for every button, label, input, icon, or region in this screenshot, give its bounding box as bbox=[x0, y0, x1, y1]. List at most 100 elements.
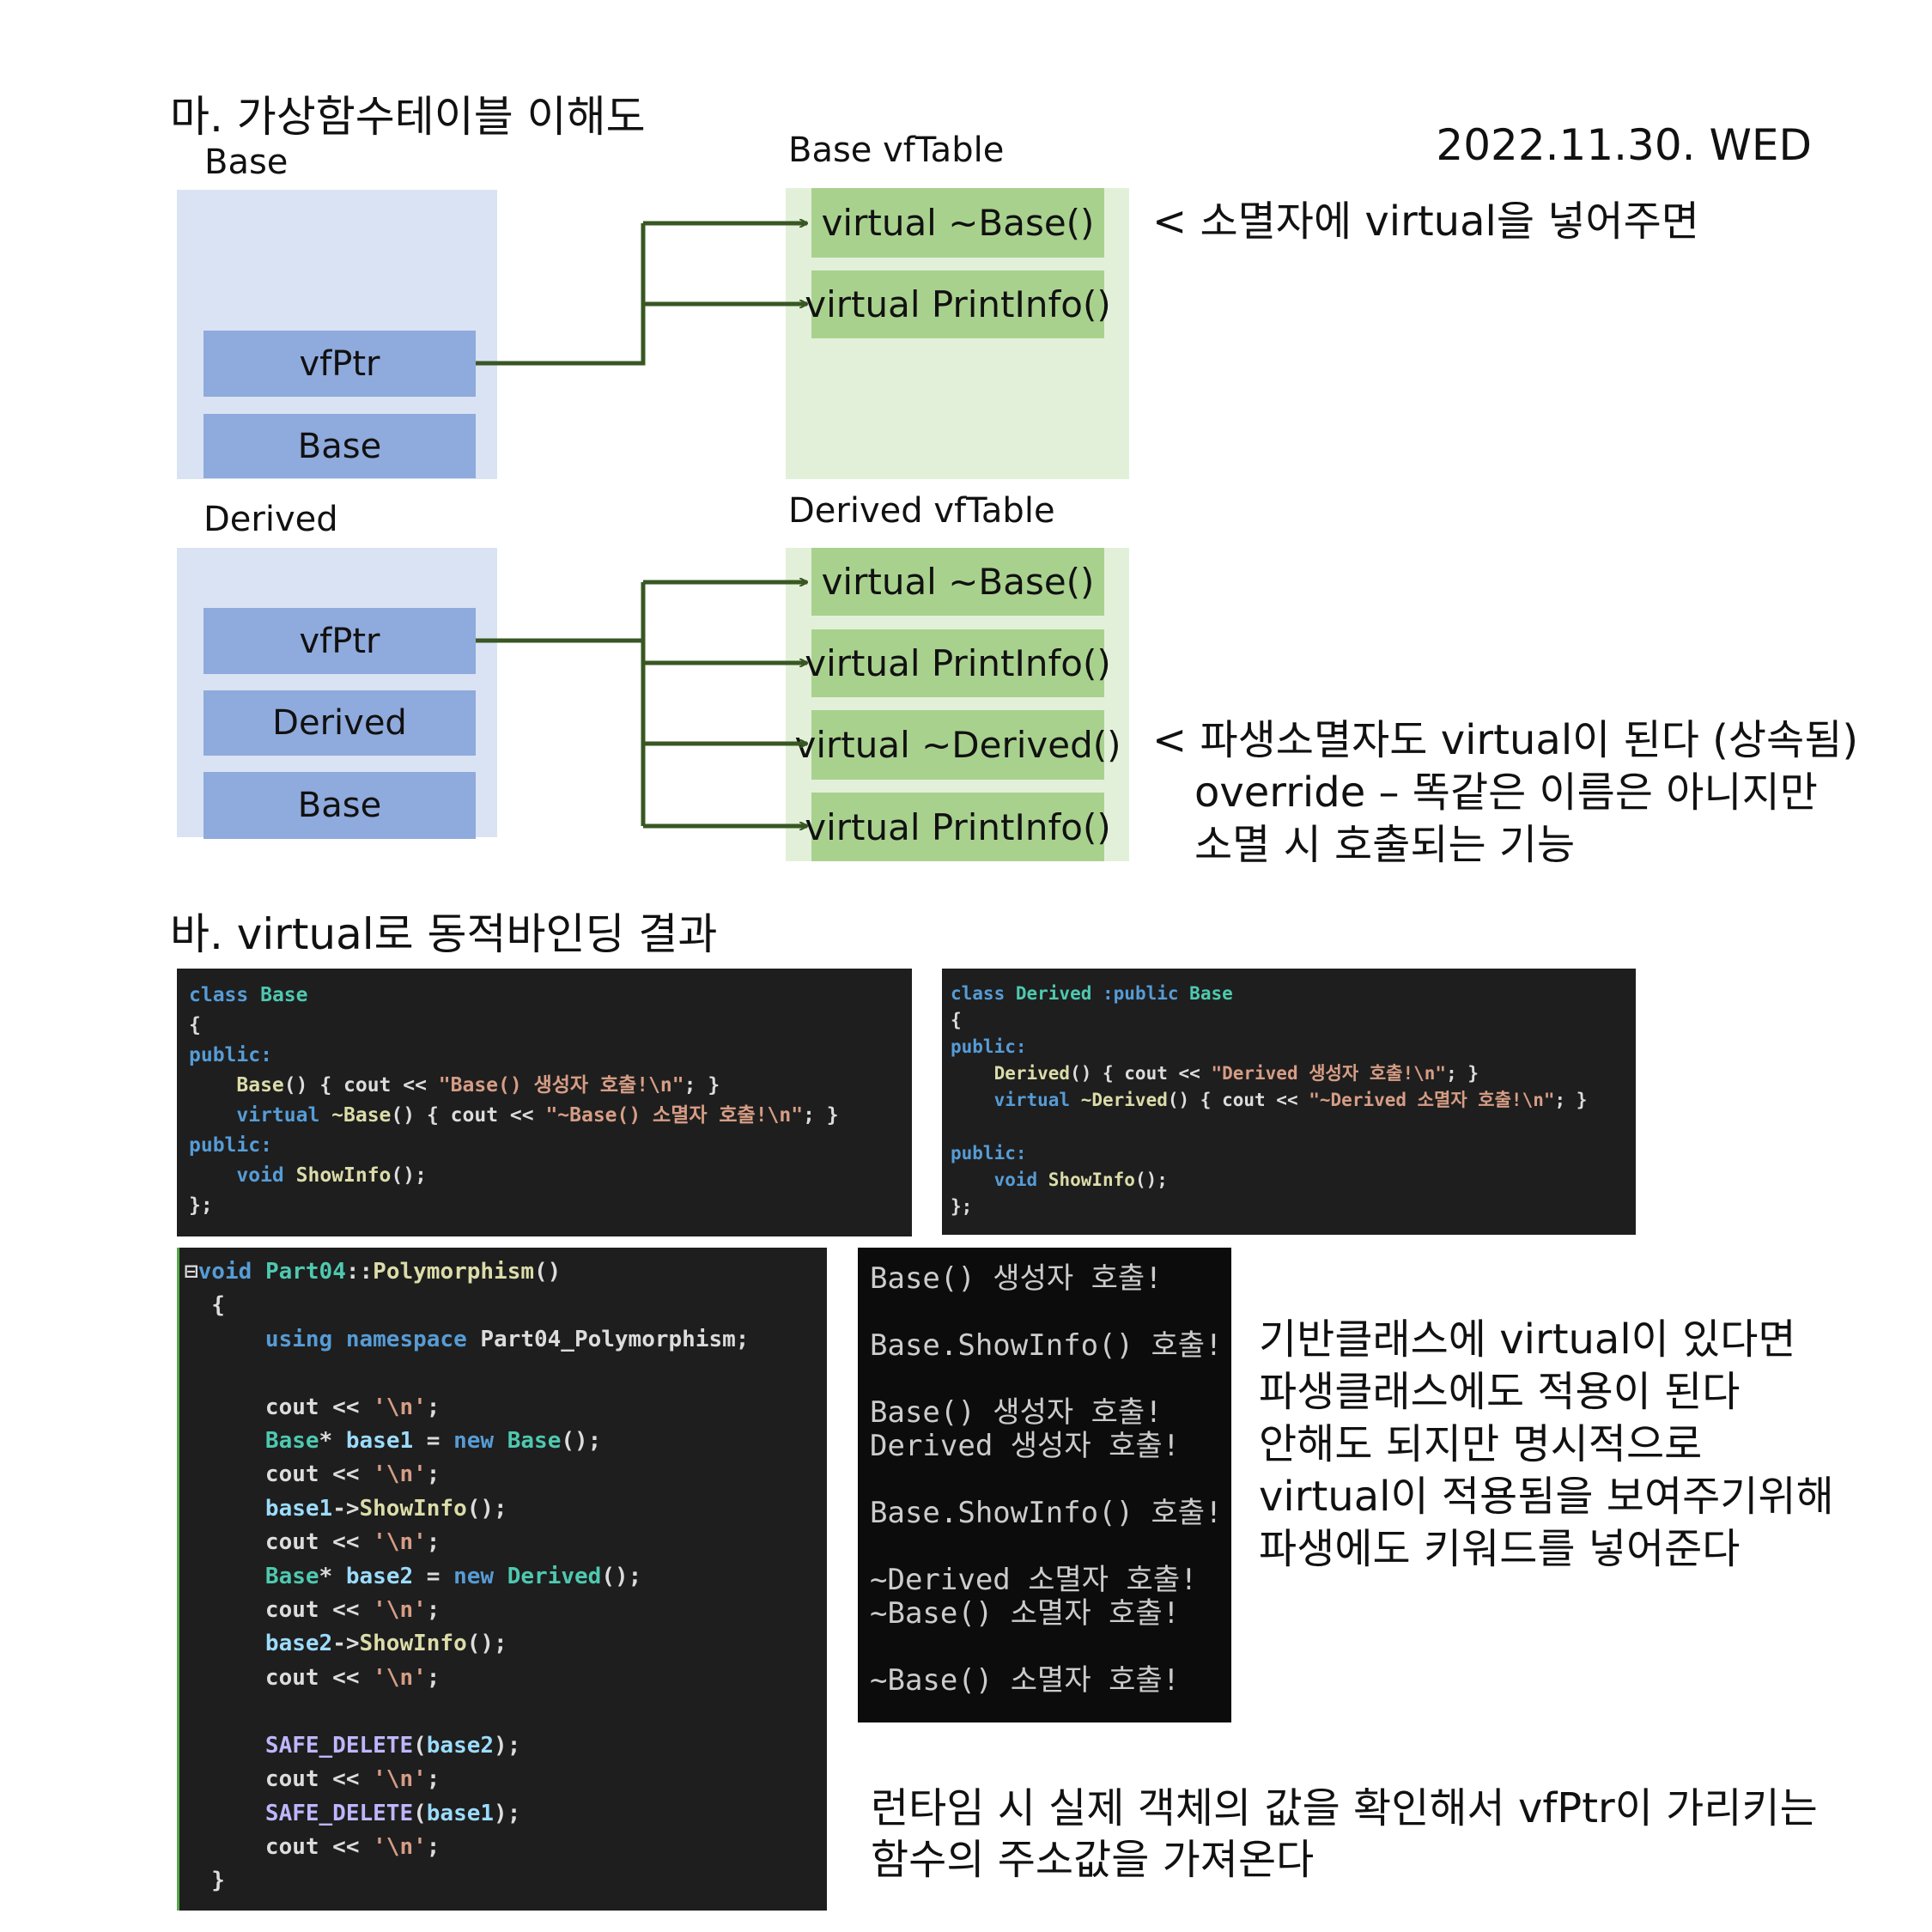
note-explicit-virtual: 기반클래스에 virtual이 있다면 파생클래스에도 적용이 된다 안해도 되… bbox=[1259, 1314, 1834, 1576]
code-line: Base() { cout << "Base() 생성자 호출!\n"; } bbox=[189, 1071, 912, 1101]
code-token: ; bbox=[426, 1529, 440, 1556]
code-token: ~Derived bbox=[1080, 1090, 1168, 1110]
base-vfptr-field: vfPtr bbox=[204, 331, 476, 397]
note-derived-line: < 파생소멸자도 virtual이 된다 (상속됨) bbox=[1152, 716, 1859, 764]
code-token: :: bbox=[345, 1259, 374, 1285]
code-token: void bbox=[189, 1164, 296, 1187]
code-token: Polymorphism bbox=[373, 1259, 535, 1285]
code-token: ; bbox=[426, 1664, 440, 1691]
code-block-derived-class: class Derived :public Base{public: Deriv… bbox=[942, 969, 1636, 1235]
base-object-label: Base bbox=[204, 143, 289, 182]
code-token: base1 bbox=[345, 1428, 414, 1455]
code-block-polymorphism: ⊟void Part04::Polymorphism() { using nam… bbox=[177, 1248, 827, 1911]
code-token: '\n' bbox=[373, 1597, 427, 1624]
code-line: SAFE_DELETE(base2); bbox=[185, 1729, 827, 1763]
code-token: '\n' bbox=[373, 1766, 427, 1793]
code-token: ; } bbox=[683, 1074, 720, 1097]
code-line: public: bbox=[951, 1140, 1636, 1167]
code-token: (); bbox=[391, 1164, 427, 1187]
console-line: Base() 생성자 호출! bbox=[870, 1395, 1163, 1430]
code-token: '\n' bbox=[373, 1833, 427, 1860]
code-line: cout << '\n'; bbox=[185, 1526, 827, 1559]
note-line: virtual이 적용됨을 보여주기위해 bbox=[1259, 1473, 1834, 1521]
code-token: * bbox=[319, 1563, 346, 1589]
code-line: Base* base2 = new Derived(); bbox=[185, 1560, 827, 1594]
note-line: 파생에도 키워드를 넣어준다 bbox=[1259, 1525, 1741, 1573]
code-token: "~Derived 소멸자 호출!\n" bbox=[1309, 1090, 1555, 1110]
code-token: () bbox=[534, 1259, 562, 1285]
console-line bbox=[870, 1631, 1231, 1664]
console-line: Derived 생성자 호출! bbox=[870, 1429, 1181, 1463]
code-line: public: bbox=[951, 1034, 1636, 1060]
code-token: cout << bbox=[185, 1664, 374, 1691]
derived-vftable-entry: virtual PrintInfo() bbox=[805, 629, 1111, 697]
code-token: public: bbox=[189, 1134, 272, 1157]
derived-vftable-entry: virtual ~Base() bbox=[811, 548, 1104, 616]
note-runtime: 런타임 시 실제 객체의 값을 확인해서 vfPtr이 가리키는 함수의 주소값… bbox=[871, 1783, 1818, 1886]
code-token: SAFE_DELETE bbox=[185, 1732, 414, 1759]
code-token: ShowInfo bbox=[1048, 1170, 1135, 1190]
code-token: -> bbox=[332, 1495, 360, 1522]
code-token: { bbox=[189, 1014, 201, 1036]
code-line: }; bbox=[189, 1191, 912, 1221]
code-token: new bbox=[453, 1428, 507, 1455]
code-token: cout << bbox=[185, 1833, 374, 1860]
console-line bbox=[870, 1296, 1231, 1329]
code-line: virtual ~Base() { cout << "~Base() 소멸자 호… bbox=[189, 1101, 912, 1131]
code-token: ; bbox=[426, 1394, 440, 1420]
code-token: }; bbox=[951, 1196, 973, 1217]
code-token: SAFE_DELETE bbox=[185, 1800, 414, 1826]
note-line: 파생클래스에도 적용이 된다 bbox=[1259, 1368, 1741, 1416]
code-token: (); bbox=[1134, 1170, 1168, 1190]
code-token: '\n' bbox=[373, 1394, 427, 1420]
code-token: base1 bbox=[426, 1800, 495, 1826]
code-token: ); bbox=[494, 1732, 521, 1759]
code-line: cout << '\n'; bbox=[185, 1594, 827, 1627]
code-token: ~Base bbox=[331, 1104, 392, 1127]
code-line: Base* base1 = new Base(); bbox=[185, 1425, 827, 1458]
code-token: cout << bbox=[185, 1597, 374, 1624]
code-line: class Base bbox=[189, 981, 912, 1011]
code-line: base1->ShowInfo(); bbox=[185, 1492, 827, 1526]
code-line: void ShowInfo(); bbox=[951, 1167, 1636, 1194]
code-token: public: bbox=[951, 1036, 1027, 1057]
note-destructor: < 소멸자에 virtual을 넣어주면 bbox=[1152, 197, 1699, 246]
code-token: Base bbox=[185, 1428, 319, 1455]
code-token: ; } bbox=[803, 1104, 839, 1127]
code-line: using namespace Part04_Polymorphism; bbox=[185, 1323, 827, 1357]
code-token: () { cout << bbox=[1167, 1090, 1309, 1110]
derived-vftable-entry: virtual ~Derived() bbox=[794, 710, 1121, 780]
section-title-vftable: 마. 가상함수테이블 이해도 bbox=[170, 92, 646, 142]
code-line: { bbox=[951, 1007, 1636, 1034]
code-token: Base bbox=[507, 1428, 562, 1455]
code-line: public: bbox=[189, 1131, 912, 1161]
derived-vftable-label: Derived vfTable bbox=[788, 491, 1055, 531]
code-token: virtual bbox=[951, 1090, 1081, 1110]
code-line: { bbox=[185, 1289, 827, 1322]
code-token: cout << bbox=[185, 1529, 374, 1556]
note-derived-line: override – 똑같은 이름은 아니지만 bbox=[1194, 769, 1818, 817]
code-line: }; bbox=[951, 1194, 1636, 1220]
code-token: "Base() 생성자 호출!\n" bbox=[438, 1074, 684, 1097]
code-token: () { cout << bbox=[283, 1074, 439, 1097]
code-token: Derived bbox=[951, 1063, 1071, 1084]
code-line: cout << '\n'; bbox=[185, 1458, 827, 1492]
code-line: cout << '\n'; bbox=[185, 1662, 827, 1695]
code-line: cout << '\n'; bbox=[185, 1763, 827, 1796]
code-token: base2 bbox=[426, 1732, 495, 1759]
base-vftable-entry: virtual ~Base() bbox=[811, 188, 1104, 258]
code-token: ShowInfo bbox=[295, 1164, 392, 1187]
code-line: } bbox=[185, 1864, 827, 1898]
note-line: 함수의 주소값을 가져온다 bbox=[871, 1836, 1315, 1884]
code-token: Derived bbox=[507, 1563, 602, 1589]
code-token: new bbox=[453, 1563, 507, 1589]
code-line: { bbox=[189, 1011, 912, 1041]
code-token: ShowInfo bbox=[359, 1631, 467, 1657]
code-token: () { cout << bbox=[391, 1104, 546, 1127]
code-token: void bbox=[951, 1170, 1048, 1190]
derived-object-label: Derived bbox=[204, 500, 338, 539]
base-base-field: Base bbox=[204, 414, 476, 478]
code-token: Base bbox=[185, 1563, 319, 1589]
console-output: Base() 생성자 호출!Base.ShowInfo() 호출!Base() … bbox=[858, 1248, 1231, 1722]
code-token: ; bbox=[426, 1766, 440, 1793]
